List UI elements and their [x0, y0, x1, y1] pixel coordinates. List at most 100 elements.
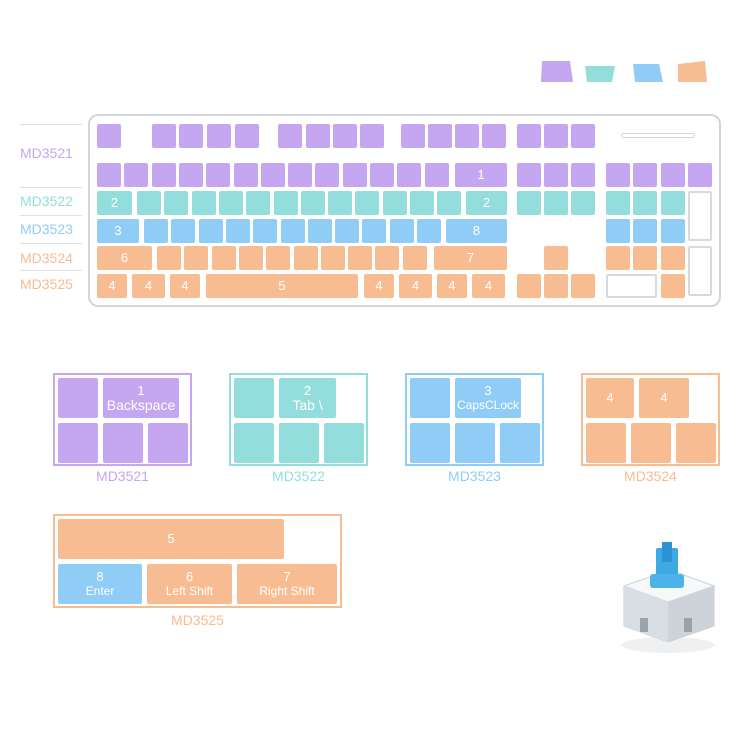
- keycap-tab: 2 Tab \: [279, 378, 336, 418]
- keycap: [517, 163, 541, 187]
- keycap: [144, 219, 168, 243]
- keycap: [676, 423, 716, 463]
- keycap-number: 2: [303, 383, 312, 398]
- keycap: [184, 246, 209, 270]
- keycap: [661, 219, 685, 243]
- keycap: [58, 378, 98, 418]
- keycap: [437, 191, 462, 215]
- swatch-orange: [678, 61, 707, 82]
- keycap: [355, 191, 380, 215]
- keycap: [324, 423, 364, 463]
- keycap: [280, 219, 305, 243]
- keycap: [417, 219, 441, 243]
- keycap: [571, 124, 595, 148]
- keycap: [279, 423, 319, 463]
- keycap: [58, 423, 98, 463]
- keycap-number: 3: [484, 383, 492, 398]
- keycap: [246, 191, 271, 215]
- group-caption-md3523: MD3523: [448, 468, 501, 484]
- keycap-outline: [688, 191, 712, 241]
- keycap-label: Enter: [85, 584, 115, 598]
- keycap: [402, 246, 427, 270]
- keycap-label: Right Shift: [259, 584, 315, 598]
- keycap: [273, 191, 298, 215]
- keycap: [571, 191, 595, 215]
- keycap: [410, 378, 450, 418]
- keycap-number: 1: [137, 383, 145, 398]
- keycap: [661, 246, 685, 270]
- keycap: 5: [206, 274, 358, 298]
- keycap: 4: [472, 274, 505, 298]
- keycap: [260, 163, 285, 187]
- keycap: [688, 163, 712, 187]
- group-caption-md3521: MD3521: [96, 468, 149, 484]
- keycap-label: Backspace: [106, 397, 176, 413]
- keycap: [152, 124, 176, 148]
- row-label-md3525: MD3525: [20, 276, 73, 292]
- keycap: [424, 163, 449, 187]
- keycap: [544, 124, 568, 148]
- keycap: [517, 191, 541, 215]
- keycap: [253, 219, 278, 243]
- keycap: 4: [170, 274, 200, 298]
- keycap: [370, 163, 394, 187]
- keycap-backspace: 1 Backspace: [103, 378, 179, 418]
- keycap-right-shift: 7 Right Shift: [237, 564, 337, 604]
- keycap: [455, 124, 479, 148]
- keycap: 2: [466, 191, 507, 215]
- keycap: [544, 274, 568, 298]
- keycap: [661, 163, 685, 187]
- keycap-outline: [606, 274, 657, 298]
- keycap: [238, 246, 263, 270]
- keycap: [571, 274, 595, 298]
- keycap: 4: [399, 274, 432, 298]
- keycap: [306, 124, 330, 148]
- keycap: [401, 124, 425, 148]
- keycap: 4: [97, 274, 127, 298]
- keycap: [266, 246, 291, 270]
- keycap: [397, 163, 422, 187]
- keycap-left-shift: 6 Left Shift: [147, 564, 232, 604]
- keycap: [500, 423, 540, 463]
- keycap: [206, 163, 231, 187]
- keycap: [328, 191, 353, 215]
- keycap: [606, 191, 630, 215]
- color-swatches: [541, 61, 707, 82]
- keycap: [571, 163, 595, 187]
- group-md3523: 3 CapsCLock: [405, 373, 544, 466]
- keycap: [171, 219, 196, 243]
- keycap-number: 6: [185, 569, 194, 584]
- row-line: [20, 124, 82, 125]
- group-caption-md3524: MD3524: [624, 468, 677, 484]
- keycap: [586, 423, 626, 463]
- keycap: [235, 124, 259, 148]
- keycap: [544, 246, 568, 270]
- row-line: [20, 270, 82, 271]
- keycap: [631, 423, 671, 463]
- keycap: [300, 191, 325, 215]
- keycap: [225, 219, 250, 243]
- keycap: 8: [446, 219, 507, 243]
- keycap: [234, 423, 274, 463]
- keycap: [544, 163, 568, 187]
- keycap: 6: [97, 246, 152, 270]
- group-md3524: 4 4: [581, 373, 720, 466]
- keycap: [191, 191, 216, 215]
- keycap: [293, 246, 318, 270]
- keycap: [606, 163, 630, 187]
- keycap: [333, 124, 357, 148]
- group-md3525: 5 8 Enter 6 Left Shift 7 Right Shift: [53, 514, 342, 608]
- keycap-label: Left Shift: [165, 584, 214, 598]
- group-md3522: 2 Tab \: [229, 373, 368, 466]
- keycap: [606, 219, 630, 243]
- keycap: [137, 191, 161, 215]
- keycap: [151, 163, 176, 187]
- keycap: [348, 246, 373, 270]
- keycap: [157, 246, 181, 270]
- keycap: [342, 163, 367, 187]
- keycap: [633, 191, 657, 215]
- keycap: [124, 163, 149, 187]
- row-label-md3521: MD3521: [20, 145, 73, 161]
- keycap: [97, 124, 121, 148]
- keycap-enter: 8 Enter: [58, 564, 142, 604]
